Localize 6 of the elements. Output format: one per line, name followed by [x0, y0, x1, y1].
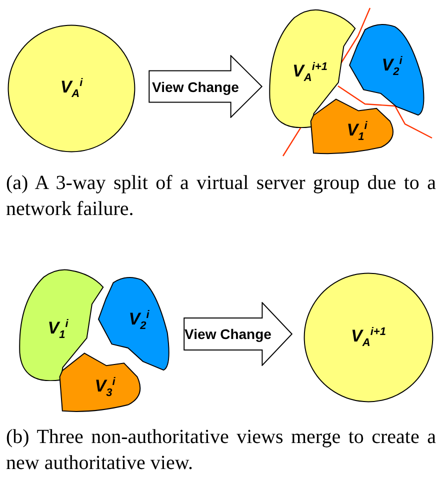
- figure-caption: (a) A 3-way split of a virtual server group due to a network failure.: [6, 171, 436, 222]
- block-arrow: [148, 55, 263, 118]
- block-arrow: [184, 302, 293, 366]
- figure-caption: (b) Three non-authoritative views merge to create a new authoritative view.: [6, 425, 436, 476]
- edge-label: View Change: [184, 327, 272, 341]
- edge-label: View Change: [152, 80, 239, 94]
